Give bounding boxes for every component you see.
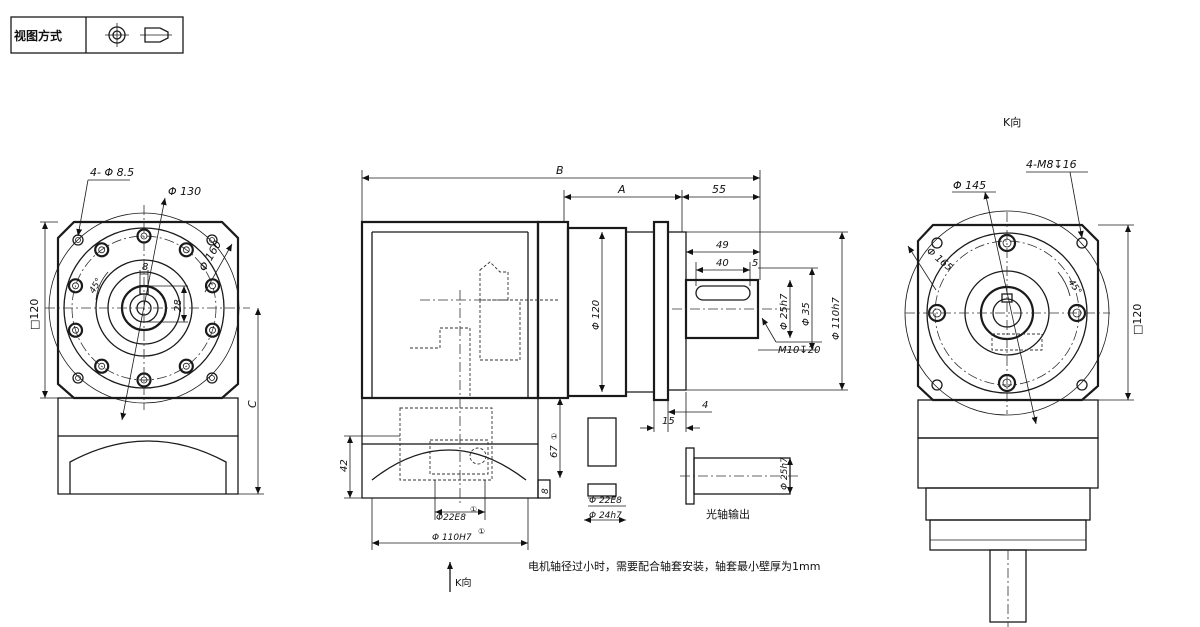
bushing-24h7: Φ 24h7 bbox=[589, 511, 622, 521]
side-flange-15: 15 bbox=[662, 416, 675, 427]
front-shaft-28: 28 bbox=[173, 299, 184, 312]
smooth-shaft-label: 光轴输出 bbox=[706, 507, 750, 521]
k-dia-145: Φ 145 bbox=[953, 179, 986, 192]
smooth-shaft-detail: Φ 25h7 光轴输出 bbox=[680, 447, 800, 521]
front-key-8: 8 bbox=[142, 262, 148, 273]
front-bolt-hole bbox=[204, 278, 221, 294]
side-total-b: B bbox=[556, 164, 564, 177]
side-note-1-c: ① bbox=[478, 527, 485, 536]
side-view: B A 55 49 40 5 Φ 25h7 Φ 35 Φ 110h7 Φ 120… bbox=[339, 164, 848, 592]
front-bolt-hole-inner bbox=[209, 326, 216, 334]
side-height-42: 42 bbox=[339, 459, 350, 472]
k-view: K向 □120 Φ 14 bbox=[904, 115, 1144, 627]
side-dia-25h7: Φ 25h7 bbox=[779, 293, 790, 330]
front-view: □120 C 4- Φ 8.5 Φ 130 Φ 160 8 28 45° bbox=[28, 166, 264, 495]
front-bolt-hole-inner bbox=[182, 362, 190, 370]
front-bolt-hole bbox=[67, 278, 84, 294]
side-flange-4: 4 bbox=[702, 400, 708, 411]
front-bolt-hole-inner bbox=[209, 282, 216, 290]
side-dia-110h7: Φ 110h7 bbox=[831, 297, 842, 340]
side-dia-110h7-lower: Φ 110H7 bbox=[432, 533, 472, 543]
front-bolt-hole-inner bbox=[182, 246, 190, 254]
front-bolt-hole bbox=[94, 242, 110, 258]
front-square-120: □120 bbox=[28, 299, 41, 330]
side-dia-120: Φ 120 bbox=[591, 300, 602, 330]
front-bolt-hole bbox=[178, 358, 194, 374]
side-height-67: 67 bbox=[549, 445, 560, 458]
first-angle-projection-icon bbox=[105, 23, 172, 47]
side-dia-35: Φ 35 bbox=[801, 302, 812, 326]
front-height-c: C bbox=[246, 400, 259, 408]
bushing-detail: Φ 22E8 Φ 24h7 bbox=[584, 417, 626, 523]
front-angle-45: 45° bbox=[88, 277, 105, 296]
front-bolt-hole bbox=[178, 242, 194, 258]
front-bolt-hole bbox=[204, 322, 221, 338]
smooth-shaft-dia: Φ 25h7 bbox=[780, 457, 790, 490]
front-bolt-hole bbox=[94, 358, 110, 374]
side-key-40: 40 bbox=[716, 258, 729, 269]
side-note-1-b: ① bbox=[470, 505, 477, 514]
front-bolt-hole bbox=[67, 322, 84, 338]
front-bolt-hole-inner bbox=[72, 282, 79, 290]
side-key-offset-5: 5 bbox=[752, 258, 758, 269]
front-bolt-hole-inner bbox=[72, 326, 79, 334]
side-shaft-49: 49 bbox=[716, 240, 729, 251]
bushing-22e8: Φ 22E8 bbox=[589, 496, 622, 506]
front-pcd-160: Φ 160 bbox=[196, 238, 224, 273]
front-pcd-130: Φ 130 bbox=[168, 185, 201, 198]
front-bolt-holes-label: 4- Φ 8.5 bbox=[90, 166, 134, 179]
k-view-title: K向 bbox=[1003, 115, 1021, 129]
side-note-1-a: ① bbox=[550, 433, 559, 440]
side-dim-8: 8 bbox=[541, 488, 551, 494]
front-bolt-hole-inner bbox=[98, 362, 106, 370]
side-thread: M10↧20 bbox=[778, 345, 820, 356]
view-mode-box: 视图方式 bbox=[10, 16, 184, 54]
installation-note: 电机轴径过小时，需要配合轴套安装，轴套最小壁厚为1mm bbox=[528, 559, 820, 573]
view-mode-label: 视图方式 bbox=[14, 28, 62, 43]
side-shaft-55: 55 bbox=[712, 183, 726, 196]
k-holes: 4-M8↧16 bbox=[1026, 158, 1077, 171]
k-square-120: □120 bbox=[1131, 304, 1144, 335]
side-k-arrow: K向 bbox=[455, 576, 472, 589]
side-dia-22e8: Φ22E8 bbox=[436, 513, 466, 523]
front-bolt-hole-inner bbox=[98, 246, 106, 254]
side-length-a: A bbox=[617, 183, 626, 196]
